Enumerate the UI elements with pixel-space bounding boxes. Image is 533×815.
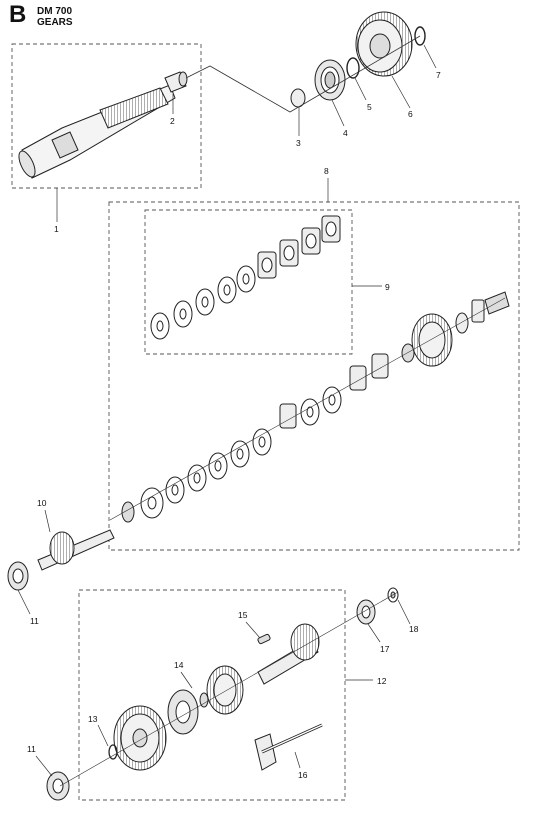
section-letter: B bbox=[9, 1, 27, 28]
callout-1: 1 bbox=[54, 224, 59, 234]
callout-15: 15 bbox=[238, 610, 248, 620]
snap-ring bbox=[414, 26, 426, 46]
bearing-lower bbox=[46, 771, 70, 801]
shift-fork bbox=[254, 723, 323, 771]
group-frame-pinion bbox=[78, 589, 346, 801]
model-name: DM 700 bbox=[37, 6, 73, 17]
callout-9: 9 bbox=[385, 282, 390, 292]
callout-8: 8 bbox=[324, 166, 329, 176]
callout-10: 10 bbox=[37, 498, 47, 508]
group-frame-shaft bbox=[11, 43, 202, 189]
group-frame-clutch bbox=[108, 201, 520, 551]
callout-labels: 1 2 3 4 5 6 7 8 9 10 11 11 12 13 14 15 1… bbox=[27, 70, 441, 780]
assembly-axis-lower bbox=[59, 591, 399, 787]
assembly-axis-middle bbox=[109, 297, 506, 521]
main-shaft bbox=[18, 84, 176, 179]
group-frame-clutch-discs bbox=[144, 209, 353, 355]
callout-11-upper: 11 bbox=[30, 616, 39, 626]
callout-3: 3 bbox=[296, 138, 301, 148]
sleeve-bushing bbox=[356, 599, 376, 625]
clutch-assembly bbox=[121, 291, 510, 523]
bushing bbox=[164, 71, 188, 93]
output-pinion bbox=[257, 623, 320, 685]
pinion-shaft bbox=[37, 529, 115, 571]
leader-lines bbox=[17, 44, 437, 777]
ball-bearing bbox=[314, 59, 346, 101]
callout-2: 2 bbox=[170, 116, 175, 126]
callout-4: 4 bbox=[343, 128, 348, 138]
callout-5: 5 bbox=[367, 102, 372, 112]
callout-13: 13 bbox=[88, 714, 98, 724]
callout-12: 12 bbox=[377, 676, 387, 686]
assembly-axis-top bbox=[185, 35, 421, 113]
callout-17: 17 bbox=[380, 644, 390, 654]
callout-14: 14 bbox=[174, 660, 184, 670]
circlip bbox=[346, 57, 360, 79]
clutch-disc-set bbox=[150, 215, 341, 340]
small-circlip bbox=[108, 744, 118, 760]
drive-gear bbox=[355, 11, 413, 77]
intermediate-gear bbox=[167, 665, 244, 735]
large-gear bbox=[113, 705, 167, 771]
feather-key bbox=[257, 633, 271, 645]
assembly-name: GEARS bbox=[37, 17, 73, 28]
callout-11-lower: 11 bbox=[27, 744, 36, 754]
callout-6: 6 bbox=[408, 109, 413, 119]
diagram-title: DM 700 GEARS bbox=[37, 6, 73, 28]
bearing-left bbox=[7, 561, 29, 591]
callout-18: 18 bbox=[409, 624, 419, 634]
callout-7: 7 bbox=[436, 70, 441, 80]
callout-16: 16 bbox=[298, 770, 308, 780]
